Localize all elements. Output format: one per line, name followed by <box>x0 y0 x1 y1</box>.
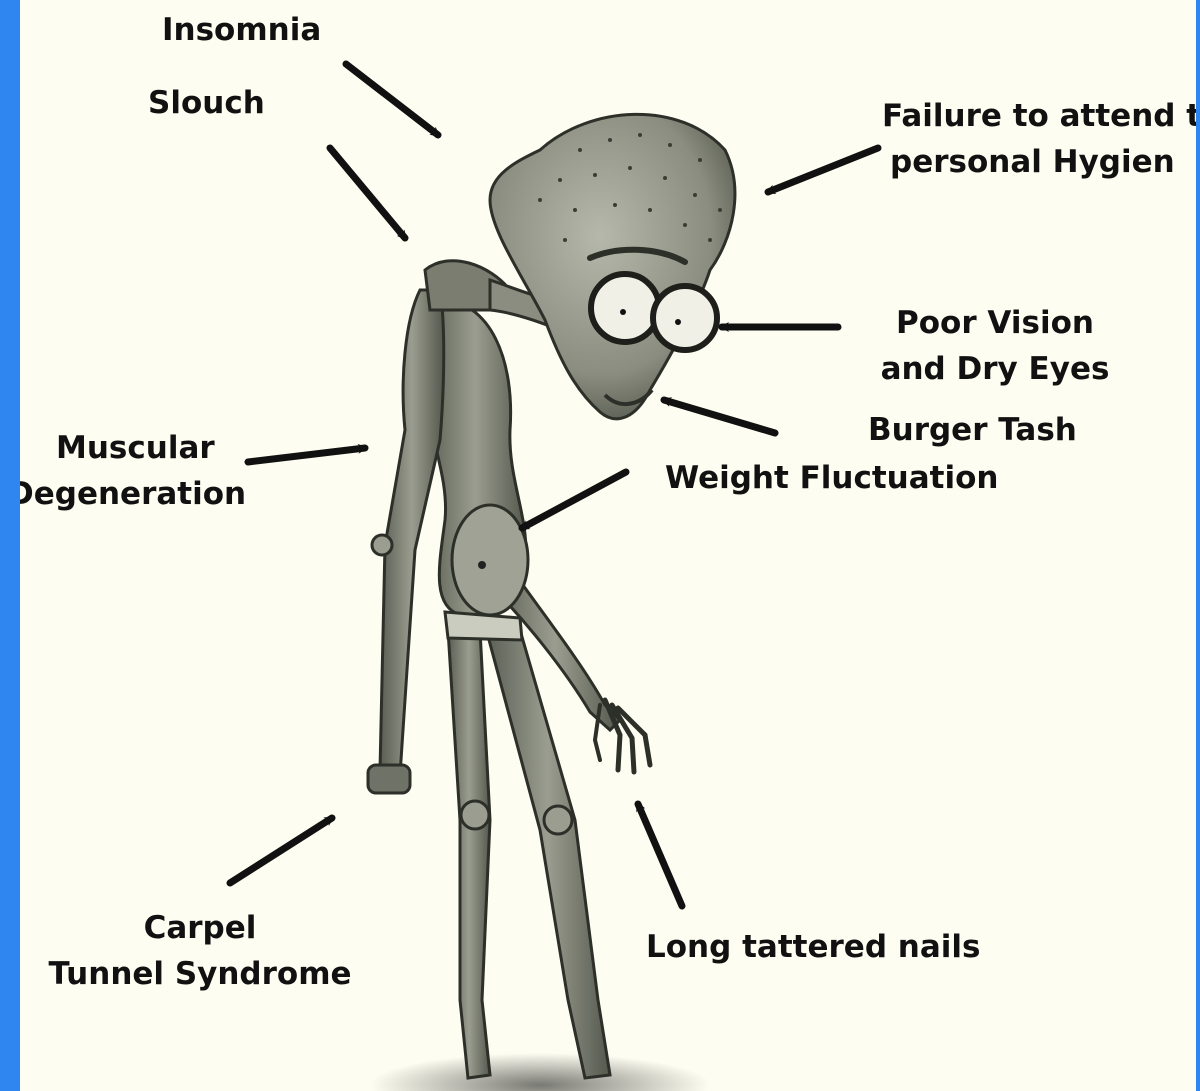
arrow-burger <box>664 400 775 433</box>
label-carpal-line2: Tunnel Syndrome <box>40 951 360 997</box>
ground-shadow <box>370 1053 710 1091</box>
figure-front-arm <box>368 290 444 793</box>
diagram-canvas: Insomnia Slouch Failure to attend t pers… <box>20 0 1196 1091</box>
label-vision-line2: and Dry Eyes <box>870 346 1120 392</box>
label-slouch: Slouch <box>148 80 265 126</box>
arrow-slouch <box>330 148 405 238</box>
label-burger-tash: Burger Tash <box>868 407 1077 453</box>
label-vision-line1: Poor Vision <box>870 300 1120 346</box>
label-hygiene-line2: personal Hygien <box>890 139 1175 185</box>
arrow-insomnia <box>346 64 438 135</box>
arrow-muscular <box>248 448 365 462</box>
right-frame-border <box>1196 0 1200 1091</box>
label-carpal-line1: Carpel <box>40 905 360 951</box>
label-long-nails: Long tattered nails <box>646 924 981 970</box>
arrow-nails <box>638 804 682 906</box>
arrow-hygiene <box>768 148 878 192</box>
left-frame-border <box>0 0 20 1091</box>
label-insomnia: Insomnia <box>162 7 321 53</box>
arrow-carpal <box>230 818 332 883</box>
arrow-weight <box>522 472 626 528</box>
label-muscular-line2: Degeneration <box>20 471 246 517</box>
label-muscular-line1: Muscular <box>56 425 215 471</box>
label-weight-fluctuation: Weight Fluctuation <box>665 455 998 501</box>
label-hygiene-line1: Failure to attend t <box>882 93 1196 139</box>
figure-head <box>490 114 735 418</box>
